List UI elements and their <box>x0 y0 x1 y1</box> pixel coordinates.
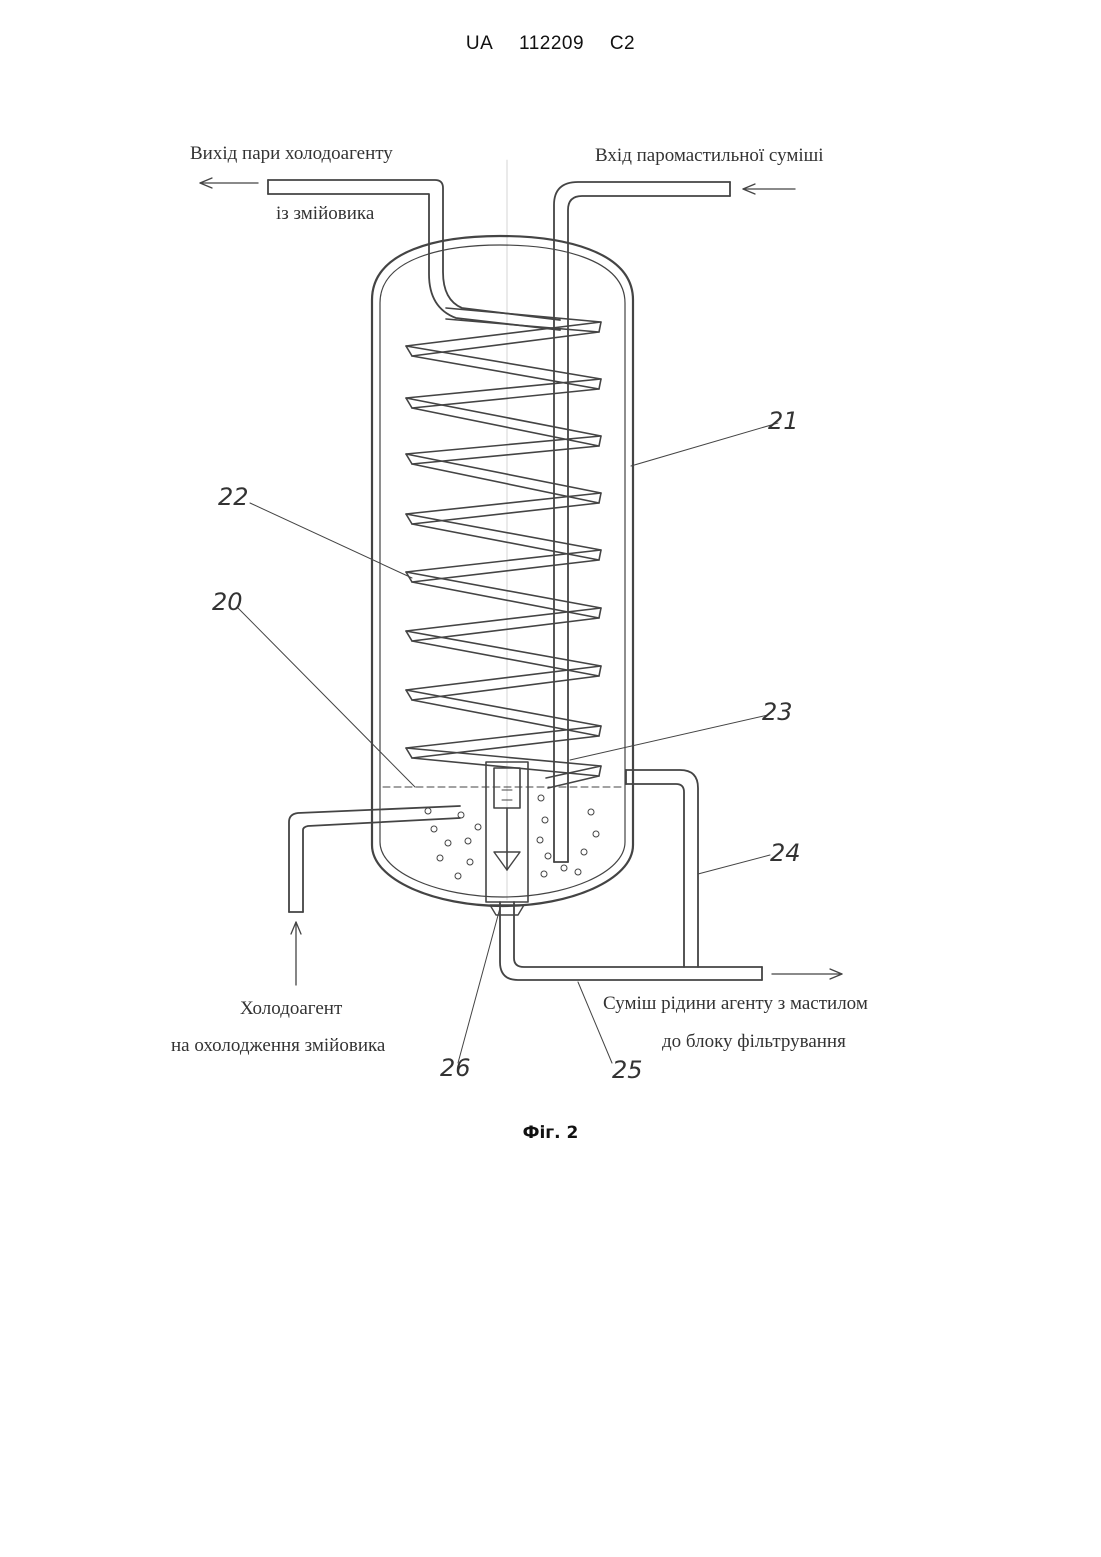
mixture-outlet-label-line1: Суміш рідини агенту з мастилом <box>603 993 868 1014</box>
ref-number-26: 26 <box>440 1054 471 1082</box>
ref-number-22: 22 <box>218 483 249 511</box>
ref-number-25: 25 <box>612 1056 643 1084</box>
ref-number-20: 20 <box>212 588 243 616</box>
ref-number-21: 21 <box>768 407 799 435</box>
arrow-right-icon <box>772 969 842 979</box>
figure-caption: Фіг. 2 <box>0 1123 1101 1143</box>
ref-number-23: 23 <box>762 698 793 726</box>
arrow-left-icon <box>743 184 795 194</box>
vapor-outlet-label-line1: Вихід пари холодоагенту <box>190 143 393 164</box>
vapor-outlet-label-line2: із змійовика <box>276 203 375 224</box>
overflow-pipe <box>626 770 698 967</box>
mixture-inlet-label: Вхід паромастильної суміші <box>595 145 824 166</box>
cooling-coil <box>406 308 601 788</box>
refrigerant-label-line2: на охолодження змійовика <box>171 1035 386 1056</box>
drain-pipe <box>490 902 762 980</box>
mixture-outlet-label-line2: до блоку фільтрування <box>662 1031 846 1052</box>
ref-number-24: 24 <box>770 839 801 867</box>
mixture-inlet-pipe <box>554 182 730 862</box>
refrigerant-label-line1: Холодоагент <box>240 998 343 1019</box>
arrow-left-icon <box>200 178 258 188</box>
arrow-up-icon <box>291 922 301 985</box>
